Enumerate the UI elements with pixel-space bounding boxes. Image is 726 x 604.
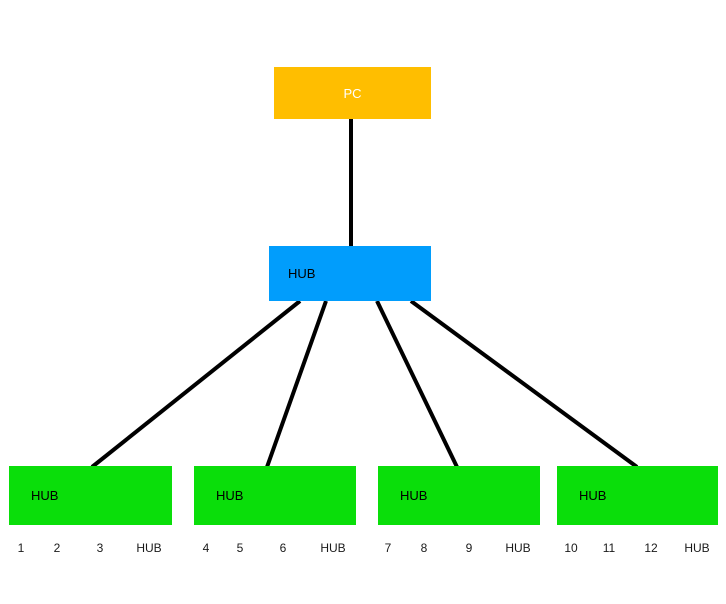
node-hub-leaf-1-label: HUB <box>31 488 59 503</box>
node-pc[interactable]: PC <box>274 67 431 119</box>
port-label-3-3: 9 <box>465 541 473 555</box>
edge-hub-main-to-hub-2 <box>265 300 328 468</box>
port-label-2-3: 6 <box>279 541 287 555</box>
port-row-3: 7 8 9 HUB <box>370 539 555 557</box>
port-label-2-1: 4 <box>202 541 210 555</box>
node-hub-leaf-4-label: HUB <box>579 488 607 503</box>
node-hub-main-label: HUB <box>288 266 316 281</box>
port-label-4-3: 12 <box>644 541 658 555</box>
port-label-3-2: 8 <box>420 541 428 555</box>
port-label-2-2: 5 <box>236 541 244 555</box>
port-label-1-2: 2 <box>53 541 61 555</box>
node-hub-leaf-3-label: HUB <box>400 488 428 503</box>
port-label-1-1: 1 <box>17 541 25 555</box>
port-label-3-1: 7 <box>384 541 392 555</box>
edge-hub-main-to-hub-1 <box>90 299 302 469</box>
port-label-4-1: 10 <box>564 541 578 555</box>
node-hub-leaf-2[interactable]: HUB <box>194 466 356 525</box>
port-label-4-4: HUB <box>684 541 710 555</box>
edge-hub-main-to-hub-3 <box>375 300 459 468</box>
node-hub-leaf-3[interactable]: HUB <box>378 466 540 525</box>
node-pc-label: PC <box>343 85 362 101</box>
port-label-4-2: 11 <box>602 541 616 555</box>
port-label-1-3: 3 <box>96 541 104 555</box>
node-hub-leaf-2-label: HUB <box>216 488 244 503</box>
edge-hub-main-to-hub-4 <box>409 299 639 469</box>
port-row-1: 1 2 3 HUB <box>0 539 185 557</box>
node-hub-leaf-1[interactable]: HUB <box>9 466 172 525</box>
node-hub-main[interactable]: HUB <box>269 246 431 301</box>
node-hub-leaf-4[interactable]: HUB <box>557 466 718 525</box>
port-label-1-4: HUB <box>136 541 162 555</box>
port-label-3-4: HUB <box>505 541 531 555</box>
port-label-2-4: HUB <box>320 541 346 555</box>
port-row-2: 4 5 6 HUB <box>185 539 370 557</box>
port-row-4: 10 11 12 HUB <box>549 539 726 557</box>
